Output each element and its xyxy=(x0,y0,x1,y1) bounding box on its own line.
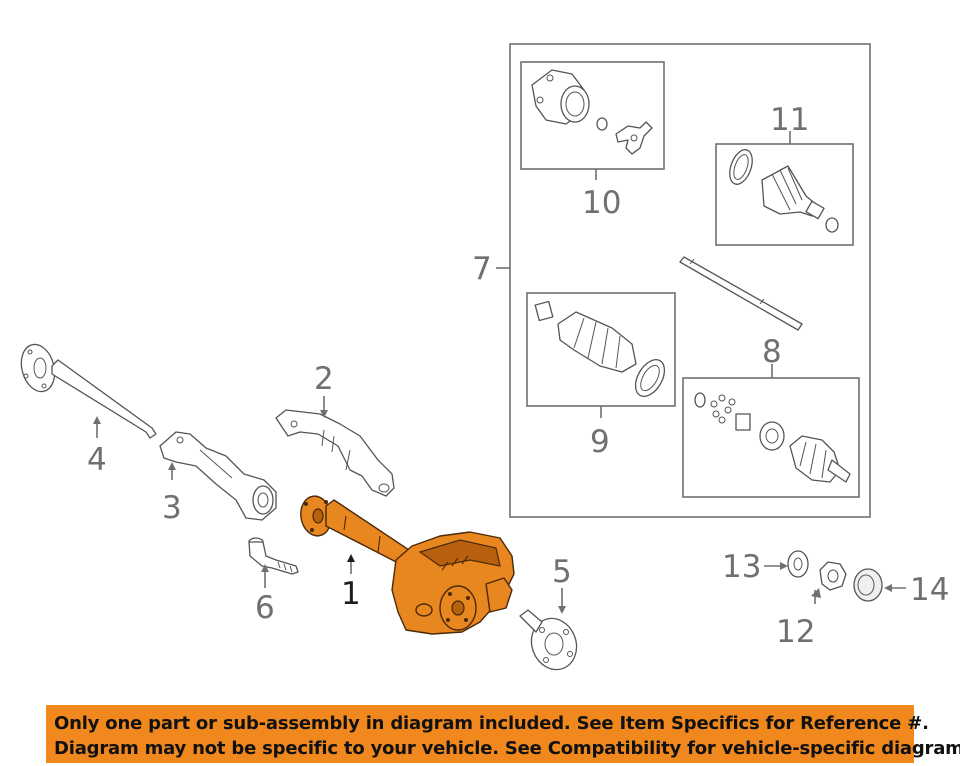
part-5-output-flange[interactable] xyxy=(519,609,584,676)
disclaimer-line-1: Only one part or sub-assembly in diagram… xyxy=(54,713,929,734)
callout-11: 11 xyxy=(770,102,809,138)
callout-14: 14 xyxy=(910,572,949,608)
disclaimer-line-2: Diagram may not be specific to your vehi… xyxy=(54,738,960,759)
part-12-nut[interactable] xyxy=(819,561,847,591)
callout-4: 4 xyxy=(87,442,107,478)
callout-7: 7 xyxy=(472,251,492,287)
part-9-inner-boot-kit[interactable] xyxy=(526,292,676,407)
part-6-bolt[interactable] xyxy=(248,537,299,575)
part-1-differential-assembly[interactable] xyxy=(298,494,515,635)
callout-5: 5 xyxy=(552,554,572,590)
group-box-7 xyxy=(509,43,871,518)
part-8-axle-shaft[interactable] xyxy=(679,256,803,331)
part-4-axle-shaft[interactable] xyxy=(16,341,157,439)
callout-1: 1 xyxy=(341,576,361,612)
callout-10: 10 xyxy=(582,185,621,221)
part-3-tube-bracket[interactable] xyxy=(159,431,277,521)
callout-9: 9 xyxy=(590,424,610,460)
part-8-outer-joint-kit[interactable] xyxy=(682,377,860,498)
disclaimer-banner: Only one part or sub-assembly in diagram… xyxy=(46,705,960,763)
callout-6: 6 xyxy=(255,590,275,626)
part-11-outer-boot-kit[interactable] xyxy=(715,143,854,246)
part-2-mount-bracket[interactable] xyxy=(275,409,395,497)
part-10-inner-joint-kit[interactable] xyxy=(520,61,665,170)
callout-12: 12 xyxy=(776,614,815,650)
callout-3: 3 xyxy=(162,490,182,526)
callout-8: 8 xyxy=(762,334,782,370)
part-14-cap[interactable] xyxy=(853,568,883,602)
part-13-washer[interactable] xyxy=(787,550,809,578)
callout-2: 2 xyxy=(314,361,334,397)
callout-13: 13 xyxy=(722,549,761,585)
